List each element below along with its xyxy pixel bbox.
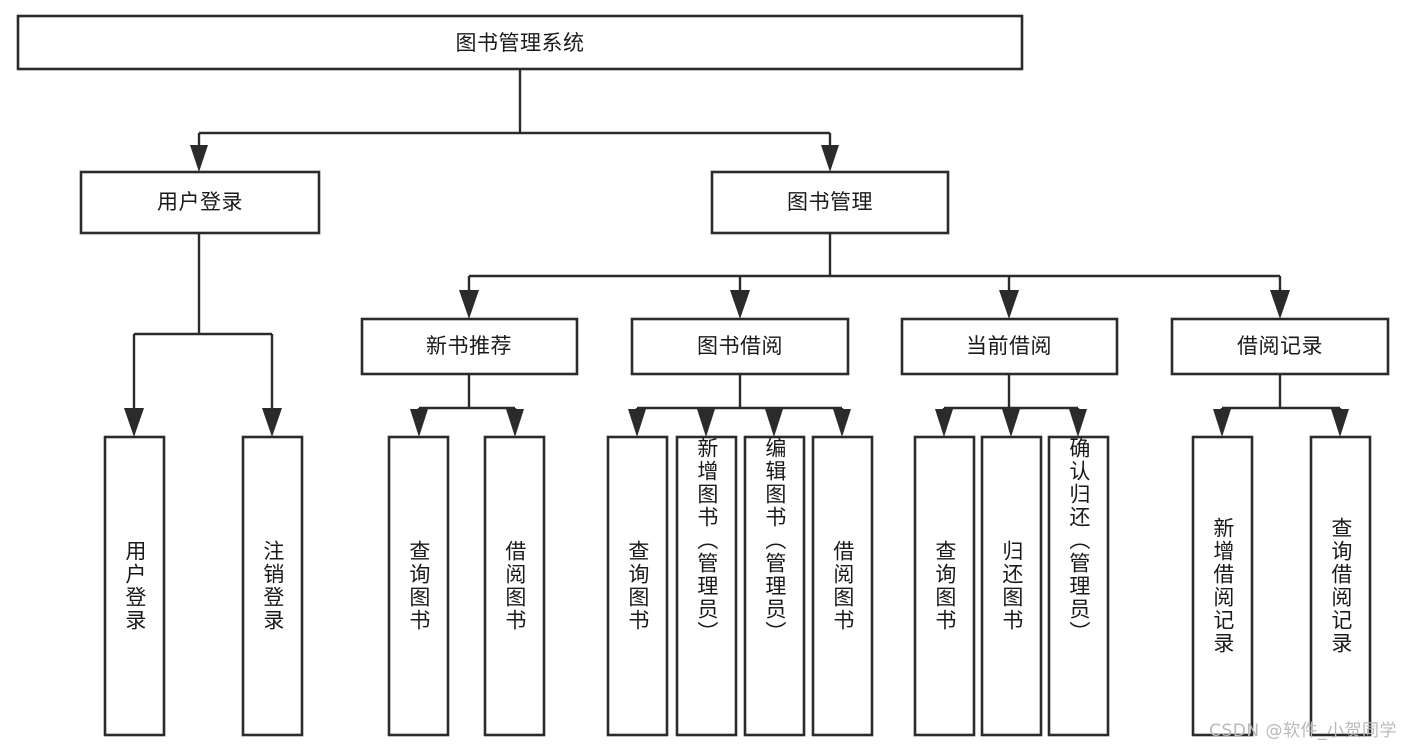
node-root-label: 图书管理系统 [456,31,585,55]
node-book-borrow-box[interactable] [630,317,850,376]
arrow-head-borrow-record [1270,290,1290,319]
node-borrow-record-box[interactable] [1170,317,1390,376]
arrow-head-cb-leaf-2 [1002,409,1020,437]
leaf-box-br-query-record[interactable] [1309,435,1372,737]
node-book-borrow-label: 图书借阅 [697,334,783,358]
node-borrow-record-label: 借阅记录 [1237,334,1323,358]
node-root-box[interactable] [16,14,1024,71]
connector-group-user-login [124,233,282,437]
node-book-manage[interactable]: 图书管理 [710,170,950,235]
arrow-head-bb-leaf-3 [765,409,783,437]
connector-group-current-borrow [935,374,1087,437]
node-current-borrow-label: 当前借阅 [966,334,1052,358]
leaf-box-cb-query-book[interactable] [913,435,976,737]
node-user-login-box[interactable] [79,170,321,235]
arrow-head-bb-leaf-2 [697,409,715,437]
arrow-head-bb-leaf-4 [833,409,851,437]
arrow-head-cb-leaf-3 [1069,409,1087,437]
connector-group-borrow-record [1213,374,1349,437]
node-user-login-label: 用户登录 [157,190,243,214]
leaf-box-logout[interactable] [241,435,304,737]
node-current-borrow-box[interactable] [900,317,1119,376]
node-current-borrow[interactable]: 当前借阅 [900,317,1119,376]
arrow-head-book-manage [821,145,839,172]
connector-group-root [190,69,839,172]
leaf-box-bb-borrow-book[interactable] [811,435,874,737]
leaf-box-user-login[interactable] [103,435,166,737]
arrow-head-br-leaf-2 [1331,409,1349,437]
arrow-head-new-book-recommend [459,290,479,319]
arrow-head-nbr-leaf-2 [506,409,524,437]
node-book-manage-box[interactable] [710,170,950,235]
node-new-book-recommend[interactable]: 新书推荐 [360,317,579,376]
node-book-borrow[interactable]: 图书借阅 [630,317,850,376]
node-root[interactable]: 图书管理系统 [16,14,1024,71]
arrow-head-leaf-user-login [124,408,144,437]
arrow-head-cb-leaf-1 [935,409,953,437]
leaf-box-bb-edit-book[interactable] [743,435,806,737]
arrow-head-current-borrow [999,290,1019,319]
node-new-book-recommend-box[interactable] [360,317,579,376]
node-book-manage-label: 图书管理 [787,190,873,214]
leaf-box-nbr-borrow-book[interactable] [483,435,546,737]
leaf-box-nbr-query-book[interactable] [387,435,450,737]
node-new-book-recommend-label: 新书推荐 [426,334,512,358]
arrow-head-book-borrow [730,290,750,319]
leaf-box-bb-query-book[interactable] [606,435,669,737]
node-user-login[interactable]: 用户登录 [79,170,321,235]
arrow-head-nbr-leaf-1 [410,409,428,437]
leaf-box-br-add-record[interactable] [1191,435,1254,737]
leaf-box-bb-add-book[interactable] [675,435,738,737]
arrow-head-user-login [190,145,208,172]
watermark-text: CSDN @软件_小贺同学 [1209,721,1397,741]
leaf-box-cb-return-book[interactable] [980,435,1043,737]
arrow-head-leaf-logout [262,408,282,437]
node-borrow-record[interactable]: 借阅记录 [1170,317,1390,376]
leaf-box-cb-confirm-return[interactable] [1047,435,1110,737]
connector-group-new-book-recommend [410,374,524,437]
connector-group-book-borrow [628,374,851,437]
arrow-head-br-leaf-1 [1213,409,1231,437]
connector-group-book-manage [459,233,1290,319]
arrow-head-bb-leaf-1 [628,409,646,437]
